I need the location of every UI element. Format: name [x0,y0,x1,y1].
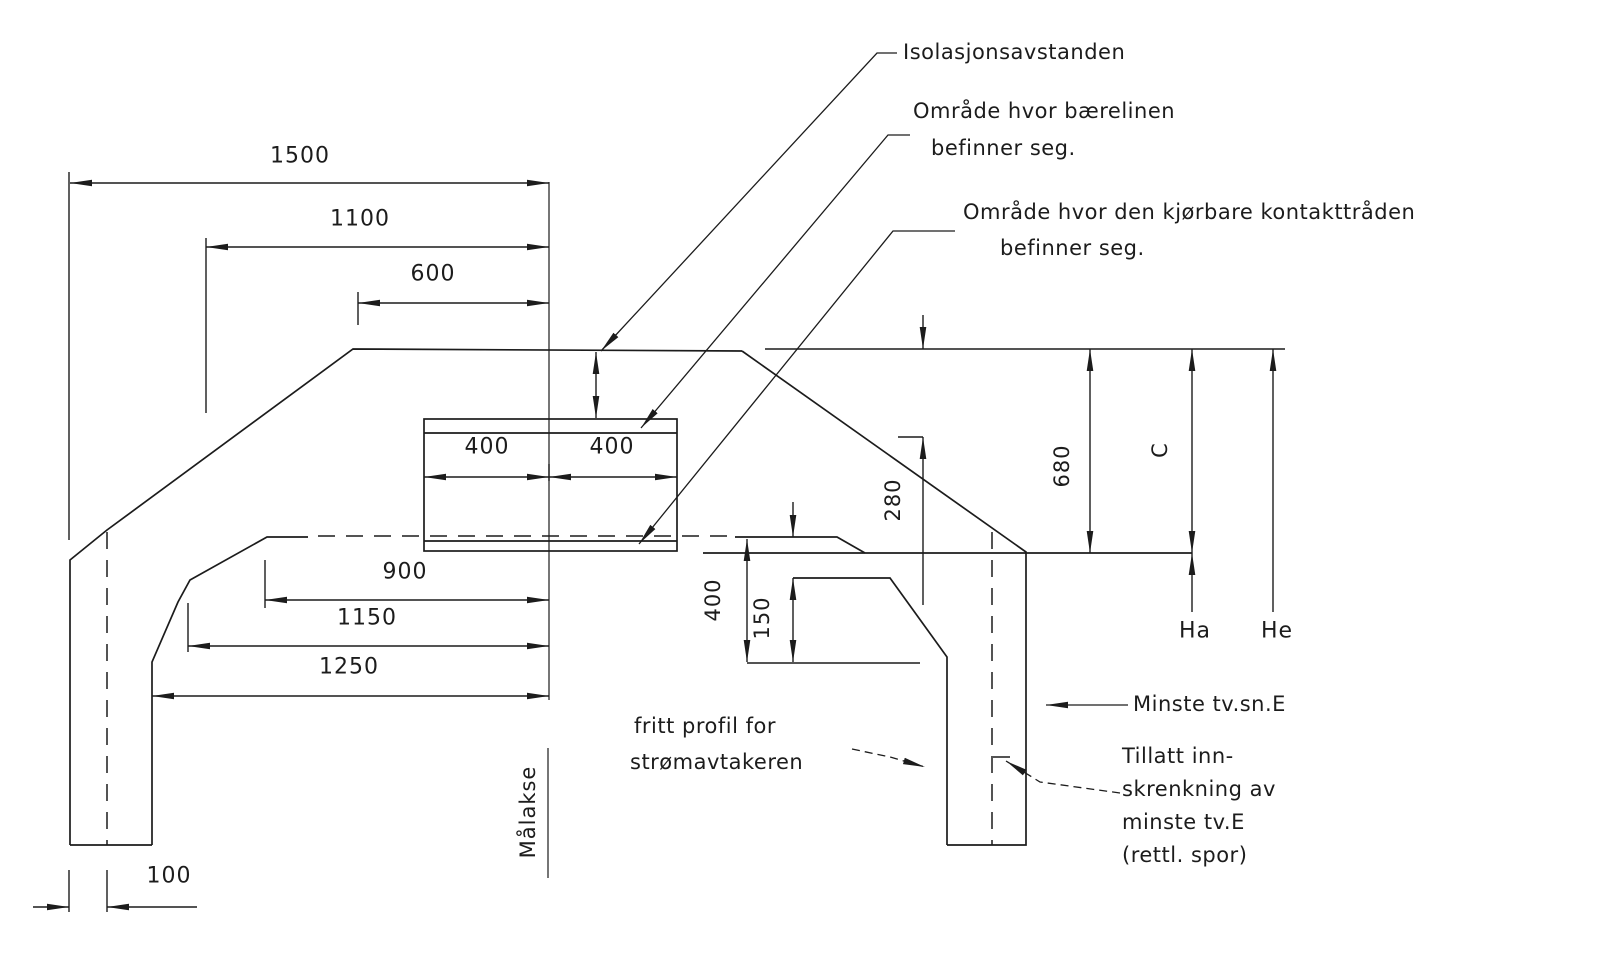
dimension-lines-lower [33,560,549,912]
isolation-label: Isolasjonsavstanden [903,40,1126,64]
dim-1150: 1150 [337,605,397,631]
dim-400-right: 400 [589,434,635,460]
dim-600: 600 [410,261,456,287]
dashed-centerlines [106,532,993,845]
pantograph-profile-outline [703,536,1192,664]
dim-he: He [1260,618,1294,644]
dim-400-vertical: 400 [701,578,725,622]
dimension-lines-right [743,315,1277,662]
dim-680: 680 [1050,444,1074,488]
restriction-label-line3: minste tv.E [1122,810,1245,834]
leader-lines [600,52,1128,794]
min-cross-section-label: Minste tv.sn.E [1133,692,1286,716]
dim-400-left: 400 [464,434,510,460]
measure-axis-label: Målakse [516,765,540,859]
dim-1500: 1500 [270,143,330,169]
pantograph-label-line2: strømavtakeren [630,750,804,774]
dim-100: 100 [146,863,192,889]
restriction-label-line1: Tillatt inn- [1122,744,1234,768]
restriction-label-line4: (rettl. spor) [1122,843,1248,867]
dim-c: C [1148,442,1172,458]
inner-profile-outline [151,536,948,845]
dim-1250: 1250 [319,654,379,680]
contact-area-label-line1: Område hvor den kjørbare kontakttråden [963,200,1416,224]
dimension-lines-upper [68,172,549,540]
wire-zone-box [423,418,678,552]
outer-profile-outline [69,348,1027,846]
dim-900: 900 [382,559,428,585]
dim-ha: Ha [1178,618,1212,644]
dim-280: 280 [881,478,905,522]
pantograph-label-line1: fritt profil for [634,714,776,738]
dimension-lines-box [424,464,677,481]
messenger-area-label-line2: befinner seg. [931,136,1076,160]
dim-1100: 1100 [330,206,390,232]
measure-axis-line [547,182,550,878]
messenger-area-label-line1: Område hvor bærelinen [913,99,1176,123]
restriction-label-line2: skrenkning av [1122,777,1276,801]
dim-150: 150 [750,596,774,640]
contact-area-label-line2: befinner seg. [1000,236,1145,260]
